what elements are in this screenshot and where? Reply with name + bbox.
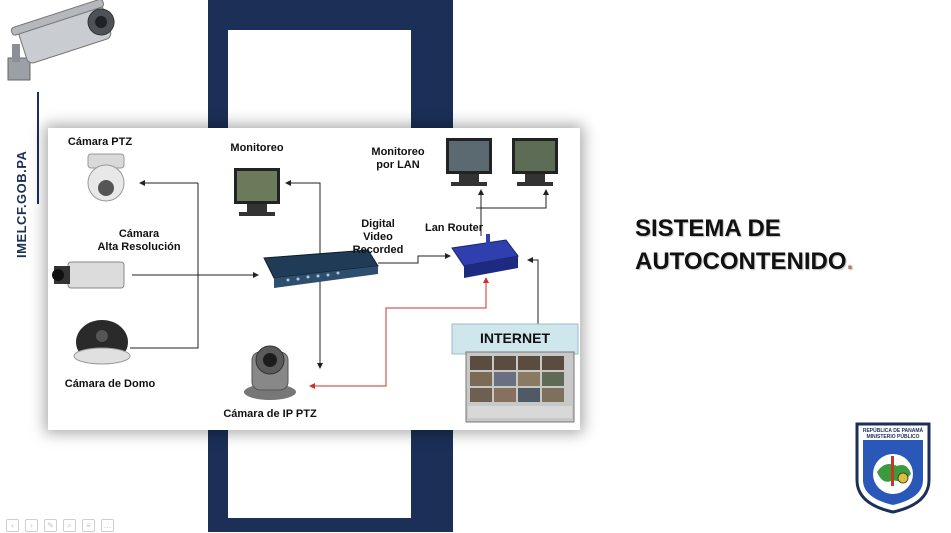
internet-panel	[451, 323, 579, 423]
label-camara-alta: Cámara Alta Resolución	[97, 228, 181, 253]
presentation-toolbar: ‹ › ✎ ⌕ ≡ …	[6, 519, 114, 533]
label-camara-ptz: Cámara PTZ	[67, 136, 133, 148]
title-line-2: AUTOCONTENIDO.	[635, 245, 853, 278]
institution-seal: REPÚBLICA DE PANAMÁ MINISTERIO PÚBLICO	[853, 422, 933, 514]
title-line-1: SISTEMA DE	[635, 215, 781, 242]
label-lan-router: Lan Router	[424, 222, 484, 234]
dome-camera-icon	[73, 320, 131, 365]
ptz-camera-icon	[87, 153, 125, 202]
site-url: IMELCF.GOB.PA	[14, 150, 29, 258]
lan-monitor-2-icon	[512, 138, 558, 186]
menu-icon[interactable]: ≡	[82, 519, 95, 532]
hd-camera-icon	[52, 261, 125, 289]
cctv-diagram: Cámara PTZ Monitoreo Monitoreo por LAN C…	[48, 128, 580, 430]
lan-monitor-1-icon	[446, 138, 492, 186]
seal-icon	[855, 422, 931, 514]
more-icon[interactable]: …	[101, 519, 114, 532]
zoom-icon[interactable]: ⌕	[63, 519, 76, 532]
label-monitoreo: Monitoreo	[230, 142, 284, 154]
label-camara-ip-ptz: Cámara de IP PTZ	[223, 408, 317, 420]
slide-title: SISTEMA DE AUTOCONTENIDO.	[635, 212, 853, 278]
label-internet: INTERNET	[480, 330, 550, 346]
label-camara-domo: Cámara de Domo	[64, 378, 156, 390]
accent-line	[37, 92, 39, 204]
connector-lines	[130, 180, 549, 369]
router-icon	[451, 234, 519, 278]
pen-icon[interactable]: ✎	[44, 519, 57, 532]
label-monitoreo-lan: Monitoreo por LAN	[371, 146, 425, 171]
diagram-graphics	[52, 138, 579, 423]
ip-ptz-camera-icon	[244, 345, 296, 400]
label-dvr: Digital Video Recorded	[352, 218, 404, 256]
seal-text: REPÚBLICA DE PANAMÁ MINISTERIO PÚBLICO	[862, 428, 924, 440]
next-icon[interactable]: ›	[25, 519, 38, 532]
title-dot: .	[846, 248, 854, 275]
security-camera-icon	[7, 0, 115, 81]
monitor-icon	[234, 168, 280, 216]
title-line-2-text: AUTOCONTENIDO	[635, 248, 847, 275]
dvr-icon	[263, 249, 379, 288]
prev-icon[interactable]: ‹	[6, 519, 19, 532]
